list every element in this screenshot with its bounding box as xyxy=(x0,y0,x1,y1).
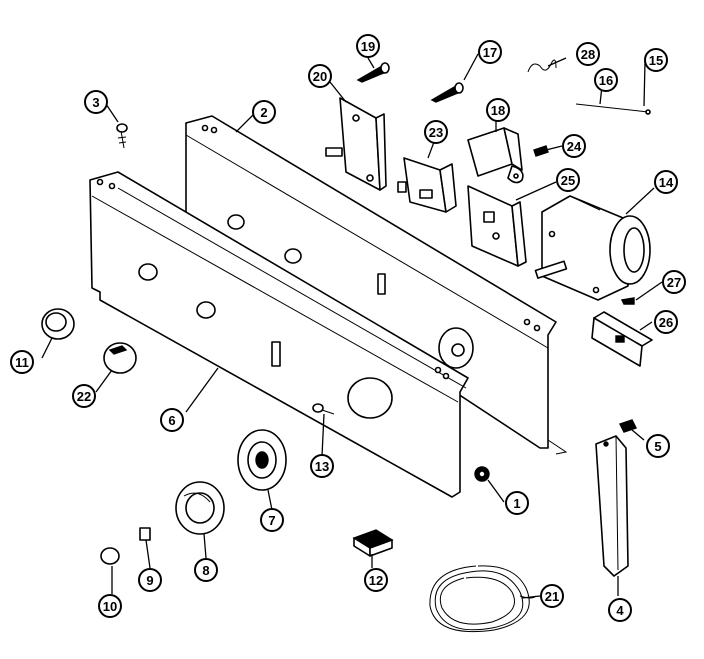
spring-clip-part xyxy=(527,59,557,73)
svg-text:27: 27 xyxy=(667,275,681,290)
rod-part xyxy=(575,103,651,115)
switch-bracket-part xyxy=(325,97,387,191)
svg-text:3: 3 xyxy=(92,95,99,110)
screw-part-27 xyxy=(620,297,635,305)
callout-23: 23 xyxy=(424,120,448,144)
callout-9: 9 xyxy=(138,568,162,592)
callout-4: 4 xyxy=(608,598,632,622)
svg-text:7: 7 xyxy=(268,513,275,528)
svg-text:21: 21 xyxy=(545,589,559,604)
svg-text:17: 17 xyxy=(483,45,497,60)
callout-5: 5 xyxy=(646,434,670,458)
svg-text:20: 20 xyxy=(313,69,327,84)
svg-text:13: 13 xyxy=(315,459,329,474)
svg-text:2: 2 xyxy=(260,105,267,120)
block-part-12 xyxy=(352,529,394,557)
side-trim-part xyxy=(595,435,629,577)
svg-text:25: 25 xyxy=(561,173,575,188)
svg-text:15: 15 xyxy=(649,53,663,68)
callout-3: 3 xyxy=(84,90,108,114)
callout-2: 2 xyxy=(252,100,276,124)
callout-20: 20 xyxy=(308,64,332,88)
callout-24: 24 xyxy=(562,134,586,158)
svg-text:26: 26 xyxy=(659,315,673,330)
callout-8: 8 xyxy=(194,558,218,582)
knob-cap-part xyxy=(41,308,75,340)
callout-27: 27 xyxy=(662,270,686,294)
svg-text:1: 1 xyxy=(513,496,520,511)
console-panel-part xyxy=(89,171,474,498)
svg-text:28: 28 xyxy=(581,47,595,62)
svg-text:23: 23 xyxy=(429,125,443,140)
svg-text:6: 6 xyxy=(168,413,175,428)
svg-text:18: 18 xyxy=(491,103,505,118)
nut-part-1 xyxy=(474,466,490,482)
svg-text:11: 11 xyxy=(15,355,29,370)
circuit-board-part xyxy=(591,311,653,367)
screw-part-13 xyxy=(312,403,335,415)
dial-part-7 xyxy=(237,429,287,491)
svg-text:14: 14 xyxy=(659,175,674,190)
callout-15: 15 xyxy=(644,48,668,72)
svg-text:8: 8 xyxy=(202,563,209,578)
callout-28: 28 xyxy=(576,42,600,66)
svg-text:10: 10 xyxy=(103,599,117,614)
dial-part-8 xyxy=(175,481,225,535)
callout-18: 18 xyxy=(486,98,510,122)
wire-harness-part xyxy=(429,565,537,633)
screw-part-19 xyxy=(356,62,390,83)
clip-part-5 xyxy=(619,419,637,433)
screw-part-17 xyxy=(430,82,464,103)
mounting-bracket-part xyxy=(467,185,527,267)
callout-11: 11 xyxy=(10,350,34,374)
svg-text:24: 24 xyxy=(567,139,582,154)
knob-part-22 xyxy=(103,342,137,374)
callout-21: 21 xyxy=(540,584,564,608)
callout-16: 16 xyxy=(594,68,618,92)
svg-text:19: 19 xyxy=(361,39,375,54)
svg-text:5: 5 xyxy=(654,439,661,454)
svg-text:12: 12 xyxy=(369,573,383,588)
svg-text:4: 4 xyxy=(616,603,624,618)
callout-17: 17 xyxy=(478,40,502,64)
callout-7: 7 xyxy=(260,508,284,532)
callout-10: 10 xyxy=(98,594,122,618)
timer-part xyxy=(534,195,651,301)
svg-text:22: 22 xyxy=(77,389,91,404)
callout-12: 12 xyxy=(364,568,388,592)
callout-1: 1 xyxy=(505,491,529,515)
callout-13: 13 xyxy=(310,454,334,478)
svg-text:16: 16 xyxy=(599,73,613,88)
button-part-10 xyxy=(100,547,120,565)
relay-part-18 xyxy=(467,127,524,184)
switch-part-23 xyxy=(397,157,457,213)
callout-6: 6 xyxy=(160,408,184,432)
leader-lines xyxy=(41,53,663,599)
screw-part-3 xyxy=(116,123,128,149)
svg-text:9: 9 xyxy=(146,573,153,588)
callout-25: 25 xyxy=(556,168,580,192)
screw-part-24 xyxy=(533,145,549,157)
callout-22: 22 xyxy=(72,384,96,408)
clip-part-9 xyxy=(139,527,151,541)
callout-19: 19 xyxy=(356,34,380,58)
callout-26: 26 xyxy=(654,310,678,334)
callout-14: 14 xyxy=(654,170,678,194)
